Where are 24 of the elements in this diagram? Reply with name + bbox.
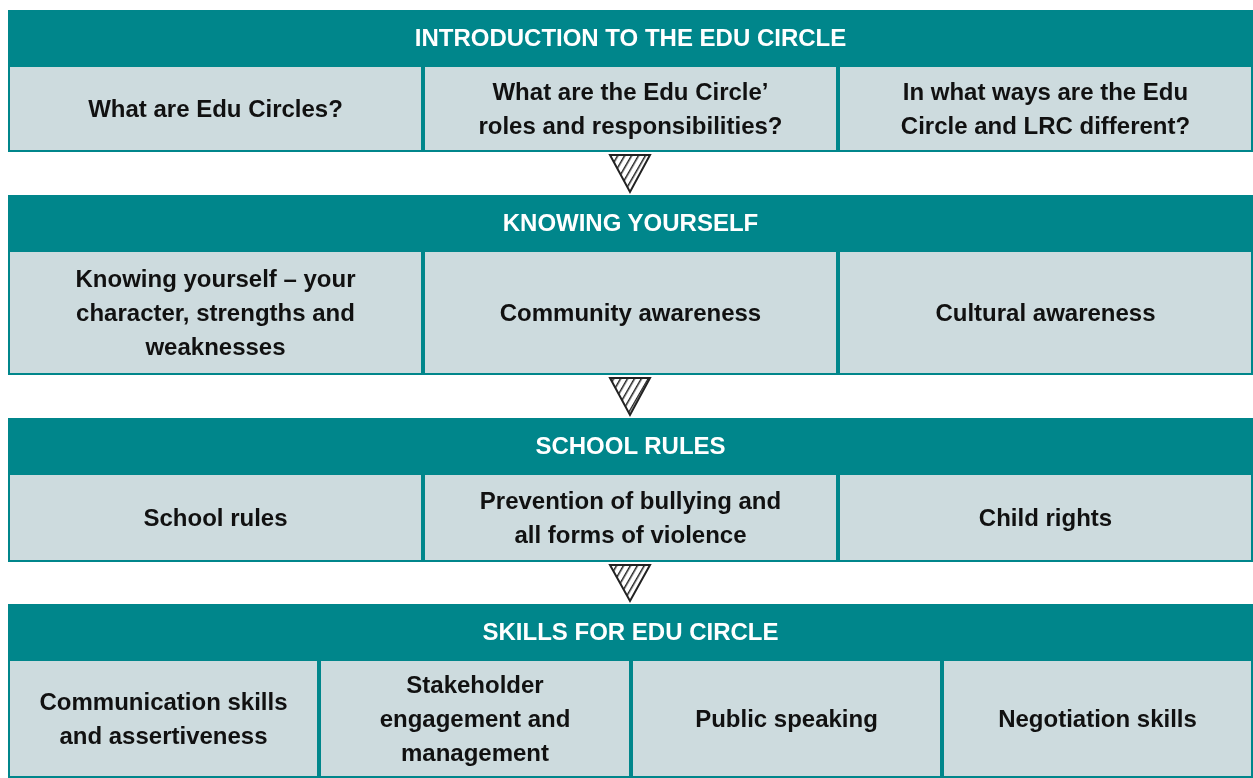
arrow — [608, 154, 652, 195]
topic-cell: Stakeholder engagement and management — [319, 659, 631, 778]
topic-cell: Child rights — [838, 473, 1253, 562]
section-heading: KNOWING YOURSELF — [501, 207, 760, 238]
topic-cell: What are Edu Circles? — [8, 65, 423, 152]
topic-cell: Knowing yourself – your character, strengths and weaknesses — [8, 250, 423, 375]
arrow — [608, 377, 652, 418]
topic-cell: Public speaking — [631, 659, 942, 778]
section-band — [8, 418, 1253, 562]
topic-cell: Community awareness — [423, 250, 838, 375]
section-heading: INTRODUCTION TO THE EDU CIRCLE — [413, 22, 848, 53]
topic-cell: In what ways are the Edu Circle and LRC different? — [838, 65, 1253, 152]
topic-cell: Communication skills and assertiveness — [8, 659, 319, 778]
section-band — [8, 604, 1253, 778]
section-band — [8, 195, 1253, 375]
section-band — [8, 10, 1253, 152]
arrow — [608, 564, 652, 604]
section-heading: SKILLS FOR EDU CIRCLE — [481, 616, 780, 647]
topic-cell: Prevention of bullying and all forms of violence — [423, 473, 838, 562]
topic-cell: What are the Edu Circle’ roles and responsibilities? — [423, 65, 838, 152]
topic-cell: Negotiation skills — [942, 659, 1253, 778]
topic-cell: Cultural awareness — [838, 250, 1253, 375]
topic-cell: School rules — [8, 473, 423, 562]
section-heading: SCHOOL RULES — [534, 430, 727, 461]
